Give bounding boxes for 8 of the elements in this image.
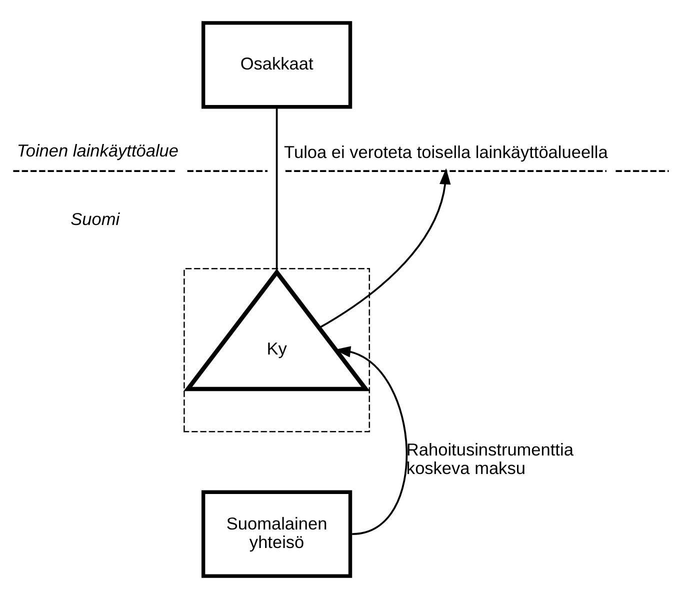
connector	[276, 106, 278, 272]
edge-label: Rahoitusinstrumenttia koskeva maksu	[406, 438, 574, 478]
label: Toinen lainkäyttöalue	[16, 140, 178, 160]
node-box: Suomalainen yhteisö	[201, 490, 352, 578]
label: Suomi	[70, 208, 120, 229]
node-box: Osakkaat	[201, 20, 352, 108]
node-text: Tuloa ei veroteta toisella lainkäyttöalueella	[284, 141, 608, 162]
arrow	[319, 168, 451, 328]
